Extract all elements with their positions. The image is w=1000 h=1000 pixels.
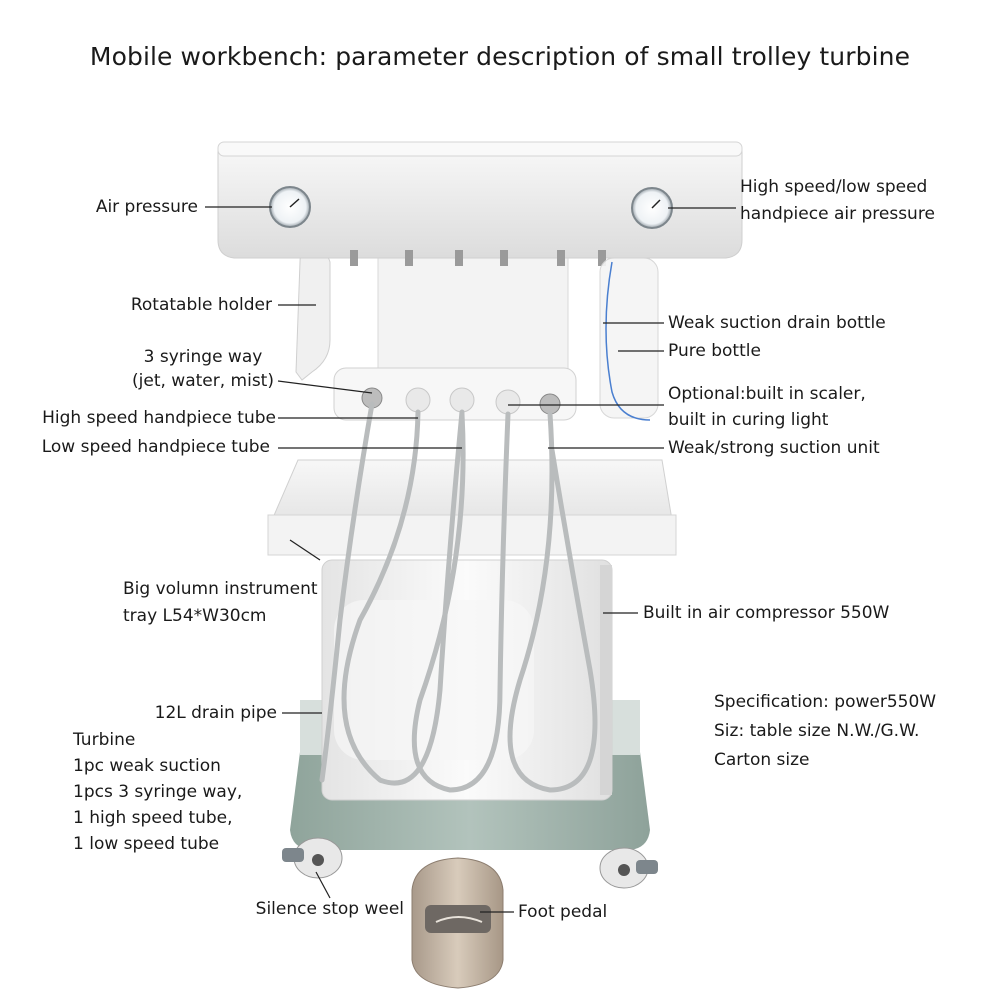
- label-high-speed-tube: High speed handpiece tube: [42, 408, 276, 428]
- label-instrument-tray-line1: Big volumn instrument: [123, 579, 318, 599]
- label-hs-ls-air-pressure: High speed/low speed handpiece air press…: [740, 174, 935, 228]
- label-drain-pipe: 12L drain pipe: [154, 703, 277, 723]
- turbine-line: 1 high speed tube,: [73, 808, 233, 828]
- rotatable-holder: [295, 247, 331, 381]
- instrument-holder-bar: [333, 367, 577, 421]
- label-air-pressure: Air pressure: [95, 197, 198, 217]
- label-syringe: 3 syringe way (jet, water, mist): [128, 345, 278, 393]
- label-stop-wheel: Silence stop weel: [255, 899, 404, 919]
- specification-block: Specification: power550W Siz: table size…: [714, 688, 936, 775]
- left-stop-wheel: [282, 837, 343, 879]
- hose-connectors: [350, 250, 606, 266]
- foot-pedal: [411, 857, 504, 989]
- turbine-line: Turbine: [73, 730, 136, 750]
- label-low-speed-tube: Low speed handpiece tube: [41, 437, 270, 457]
- label-weak-suction-drain-bottle: Weak suction drain bottle: [668, 313, 886, 333]
- page-title: Mobile workbench: parameter description …: [89, 42, 911, 71]
- instrument-tray: [267, 459, 677, 556]
- label-pure-bottle: Pure bottle: [668, 341, 761, 361]
- hoses: [319, 401, 598, 793]
- spec-line: Carton size: [714, 750, 810, 770]
- label-hs-ls-air-pressure-line2: handpiece air pressure: [740, 204, 935, 224]
- label-instrument-tray: Big volumn instrument tray L54*W30cm: [123, 576, 318, 630]
- compressor-cabinet: [321, 559, 613, 801]
- label-compressor: Built in air compressor 550W: [643, 603, 890, 623]
- spec-line: Siz: table size N.W./G.W.: [714, 721, 920, 741]
- central-tower: [377, 247, 569, 379]
- label-optional-line1: Optional:built in scaler,: [668, 384, 866, 404]
- turbine-description: Turbine 1pc weak suction 1pcs 3 syringe …: [73, 727, 242, 857]
- label-suction-unit: Weak/strong suction unit: [668, 438, 880, 458]
- spec-line: Specification: power550W: [714, 692, 937, 712]
- label-foot-pedal: Foot pedal: [518, 902, 608, 922]
- top-tray: [217, 141, 743, 259]
- label-syringe-line1: 3 syringe way: [143, 347, 263, 367]
- turbine-line: 1pc weak suction: [73, 756, 221, 776]
- leader-lines: [205, 206, 736, 913]
- drain-and-pure-bottles: [599, 257, 659, 421]
- label-optional-line2: built in curing light: [668, 410, 829, 430]
- right-air-gauge: [631, 187, 673, 229]
- turbine-line: 1 low speed tube: [73, 834, 220, 854]
- left-air-gauge: [269, 186, 311, 228]
- label-optional: Optional:built in scaler, built in curin…: [668, 381, 866, 433]
- label-instrument-tray-line2: tray L54*W30cm: [123, 606, 267, 626]
- label-syringe-line2: (jet, water, mist): [132, 371, 274, 391]
- label-rotatable-holder: Rotatable holder: [130, 295, 272, 315]
- turbine-line: 1pcs 3 syringe way,: [73, 782, 243, 802]
- right-stop-wheel: [599, 847, 658, 889]
- label-hs-ls-air-pressure-line1: High speed/low speed: [740, 177, 928, 197]
